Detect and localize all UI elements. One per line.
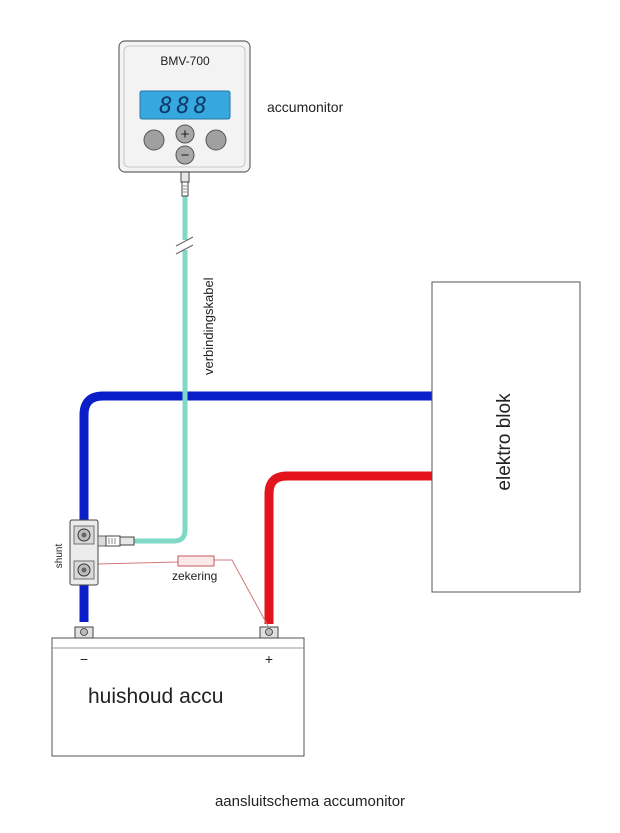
monitor-button-minus — [175, 145, 195, 165]
cable-break-mark — [175, 236, 194, 255]
monitor-button-left — [143, 129, 165, 151]
elektro-blok — [431, 281, 581, 593]
monitor-plus-symbol: + — [181, 126, 190, 143]
negative-wire — [79, 391, 432, 622]
elektro-blok-label: elektro blok — [494, 393, 515, 491]
shunt — [69, 519, 107, 586]
shunt-connector — [105, 535, 135, 547]
fuse-label: zekering — [172, 569, 217, 583]
battery-label: huishoud accu — [88, 685, 223, 708]
cable-label: verbindingskabel — [201, 277, 216, 375]
positive-wire — [264, 471, 432, 624]
fuse — [177, 555, 215, 567]
monitor-model-label: BMV-700 — [160, 54, 210, 68]
monitor-display — [139, 90, 231, 120]
diagram-caption: aansluitschema accumonitor — [215, 793, 405, 810]
battery-positive-symbol: + — [265, 651, 273, 667]
battery — [51, 626, 305, 757]
monitor-minus-symbol: − — [181, 147, 190, 164]
monitor-button-plus — [175, 124, 195, 144]
battery-negative-symbol: − — [80, 651, 88, 667]
data-cable — [134, 196, 188, 544]
fuse-wire — [95, 559, 269, 627]
monitor-display-digits: 888 — [159, 94, 211, 119]
monitor-label: accumonitor — [267, 99, 344, 115]
shunt-label: shunt — [54, 544, 65, 569]
monitor-button-right — [205, 129, 227, 151]
monitor-connector — [180, 171, 190, 197]
battery-monitor — [118, 40, 251, 173]
